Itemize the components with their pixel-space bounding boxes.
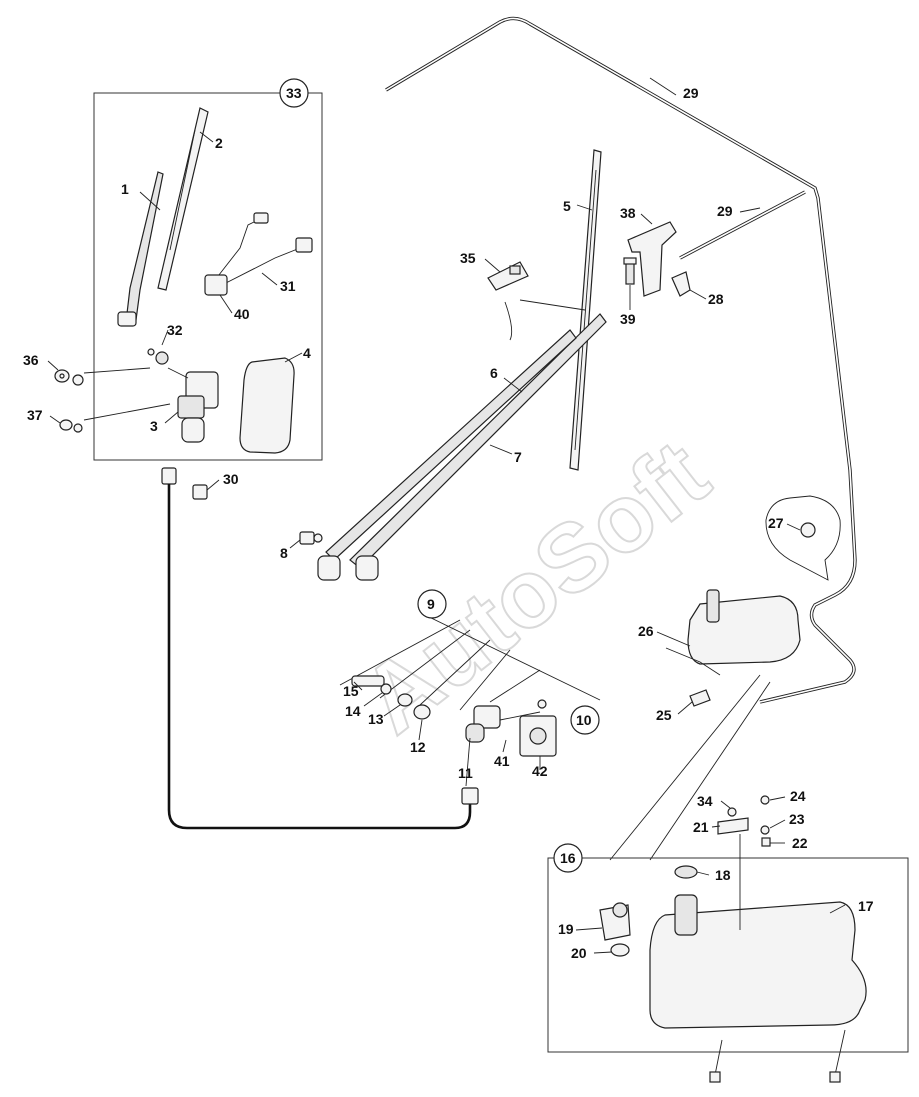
callout-11: 11	[458, 765, 473, 781]
front-wiper-motor	[465, 699, 557, 757]
leader-lines	[47, 77, 846, 954]
washer-set-37	[59, 403, 171, 433]
callout-8: 8	[280, 545, 288, 561]
callout-28: 28	[708, 291, 724, 307]
callout-2: 2	[215, 135, 223, 151]
callout-1: 1	[121, 181, 129, 197]
callout-29b: 29	[717, 203, 733, 219]
reservoir-exploded	[599, 865, 867, 1083]
kit-33-frame	[93, 92, 323, 461]
callout-25: 25	[656, 707, 672, 723]
rear-wiper-arm	[117, 171, 164, 327]
callout-5: 5	[563, 198, 571, 214]
group-circles	[279, 78, 600, 873]
callout-23: 23	[789, 811, 805, 827]
washer-reservoir	[665, 589, 801, 676]
callout-18: 18	[715, 867, 731, 883]
callout-39: 39	[620, 311, 636, 327]
callout-31: 31	[280, 278, 296, 294]
callout-3: 3	[150, 418, 158, 434]
circled-callout-9: 9	[427, 596, 435, 612]
callout-21: 21	[693, 819, 709, 835]
motor-cover	[239, 357, 295, 454]
callout-6: 6	[490, 365, 498, 381]
kit-16-frame	[547, 857, 909, 1053]
callout-24: 24	[790, 788, 806, 804]
callout-34: 34	[697, 793, 713, 809]
callout-32: 32	[167, 322, 183, 338]
circled-callout-10: 10	[576, 712, 592, 728]
callout-15: 15	[343, 683, 359, 699]
callout-22: 22	[792, 835, 808, 851]
callout-14: 14	[345, 703, 361, 719]
washer-hose	[385, 16, 857, 704]
rear-wiper-blade	[157, 107, 209, 291]
callout-4: 4	[303, 345, 311, 361]
callout-36: 36	[23, 352, 39, 368]
nozzle-bracket	[623, 221, 691, 297]
callout-20: 20	[571, 945, 587, 961]
front-wiper-arms	[317, 299, 607, 581]
rear-wiper-motor	[147, 348, 219, 443]
callout-17: 17	[858, 898, 874, 914]
circled-callout-16: 16	[560, 850, 576, 866]
callout-41: 41	[494, 753, 510, 769]
linkage-assembly	[339, 614, 601, 720]
callout-37: 37	[27, 407, 43, 423]
callout-30: 30	[223, 471, 239, 487]
callout-13: 13	[368, 711, 384, 727]
washer-pump	[689, 689, 711, 707]
harness-cable	[161, 467, 479, 830]
callout-labels: 1 2 3 4 5 6 7 8 11 12 13 14 15 17 18 19 …	[23, 85, 874, 961]
callout-27: 27	[768, 515, 784, 531]
callout-7: 7	[514, 449, 522, 465]
callout-40: 40	[234, 306, 250, 322]
callout-12: 12	[410, 739, 426, 755]
callout-35: 35	[460, 250, 476, 266]
callout-42: 42	[532, 763, 548, 779]
washer-set-36	[54, 367, 151, 386]
front-wiper-blade	[569, 149, 602, 471]
callout-38: 38	[620, 205, 636, 221]
rear-wiper-harness	[204, 212, 313, 296]
hose-clip-detail	[765, 495, 841, 581]
callout-29a: 29	[683, 85, 699, 101]
reservoir-bracket-parts	[717, 795, 771, 930]
arm-bracket	[487, 261, 529, 291]
callout-19: 19	[558, 921, 574, 937]
circled-callout-33: 33	[286, 85, 302, 101]
nut	[299, 531, 323, 545]
callout-26: 26	[638, 623, 654, 639]
